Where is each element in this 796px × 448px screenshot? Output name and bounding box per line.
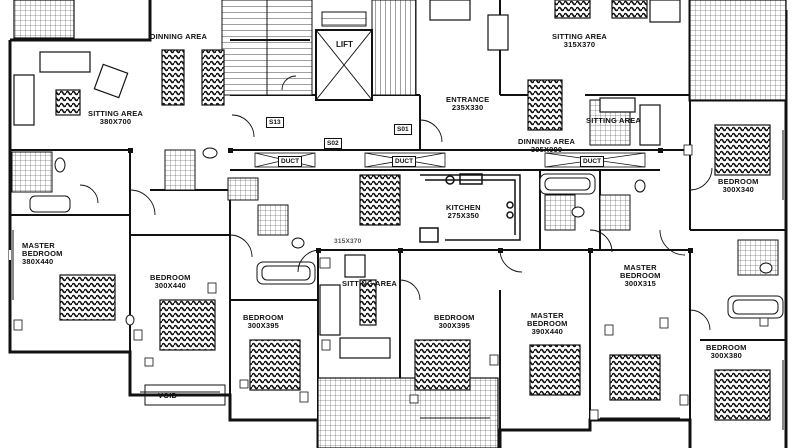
label-entrance-dim: 235X330 [451,103,484,112]
label-entrance-name: ENTRANCE [446,95,490,104]
columns [128,148,693,253]
sofas [13,0,681,359]
stairs [221,0,417,96]
label-dining-right-dim: 305X000 [530,145,563,154]
label-sitting-left-name: SITTING AREA [88,109,144,118]
tag-s02: S02 [324,138,342,149]
bathroom-tiles [11,99,779,276]
tag-duct-2: DUCT [392,156,417,167]
bathtubs [29,173,784,319]
label-bedroom-1: BEDROOM 300X440 [150,274,191,290]
label-dining-left: DINNING AREA [150,32,208,41]
void-area [144,384,226,406]
label-bedroom-3: BEDROOM 300X395 [434,314,475,330]
label-bedroom-3-dim: 300X395 [438,321,470,330]
label-sitting-center: SITTING AREA [342,279,398,288]
lift-shaft [315,11,373,101]
tag-duct-3: DUCT [580,156,605,167]
label-master-left-name: MASTER [22,241,55,250]
label-dining-right: DINNING AREA 305X000 [518,138,575,154]
label-bedroom-2: BEDROOM 300X395 [243,314,284,330]
label-master-center-dim: 390X440 [531,327,563,336]
label-sitting-top-right-dim: 315X370 [563,40,596,49]
label-entrance: ENTRANCE 235X330 [446,96,489,112]
kitchen-counter [419,173,521,243]
label-master-left-dim: 380X440 [22,257,54,266]
label-master-center-name: MASTER [530,311,564,320]
label-bedroom-right-bottom-name: BEDROOM [706,343,747,352]
label-bedroom-right-top: BEDROOM 300X340 [718,178,759,194]
label-bedroom-1-name: BEDROOM [150,273,191,282]
tag-duct-1: DUCT [278,156,303,167]
label-sitting-top-right-name: SITTING AREA [552,32,608,41]
label-master-center: MASTER BEDROOM 390X440 [527,312,568,336]
label-kitchen: KITCHEN 275X350 [446,204,481,220]
label-bedroom-2-dim: 300X395 [247,321,279,330]
label-lift: LIFT [336,40,353,49]
tag-s13: S13 [266,117,284,128]
label-bedroom-right-bottom-dim: 300X380 [710,351,742,360]
label-master-right: MASTER BEDROOM 300X315 [620,264,661,288]
tag-s01: S01 [394,124,412,135]
toilets [54,147,773,326]
label-master-left: MASTER BEDROOM 380X440 [22,242,63,266]
label-bedroom-2-name: BEDROOM [243,313,284,322]
label-bedroom-3-name: BEDROOM [434,313,475,322]
label-bedroom-right-bottom: BEDROOM 300X380 [706,344,747,360]
label-sitting-far-right: SITTING AREA [586,116,642,125]
label-dining-right-name: DINNING AREA [518,137,576,146]
dining-tables [55,49,563,326]
label-kitchen-name: KITCHEN [446,203,481,212]
label-master-right-name: MASTER [623,263,657,272]
label-master-right-dim: 300X315 [624,279,656,288]
fixtures [13,144,769,421]
label-sitting-left: SITTING AREA 380X700 [88,110,143,126]
balconies [13,0,787,448]
label-void: VOID [158,391,178,400]
beds [59,0,771,421]
label-bedroom-right-top-name: BEDROOM [718,177,759,186]
label-kitchen-dim: 275X350 [447,211,480,220]
label-master-right-line2: BEDROOM [620,271,661,280]
windows [8,130,784,430]
label-sitting-left-dim: 380X700 [99,117,132,126]
label-sitting-top-right: SITTING AREA 315X370 [552,33,607,49]
label-bedroom-1-dim: 300X440 [154,281,186,290]
label-master-left-line2: BEDROOM [22,249,63,258]
label-sitting-center-dim: 315X370 [334,238,362,245]
label-master-center-line2: BEDROOM [527,319,568,328]
label-bedroom-right-top-dim: 300X340 [722,185,754,194]
